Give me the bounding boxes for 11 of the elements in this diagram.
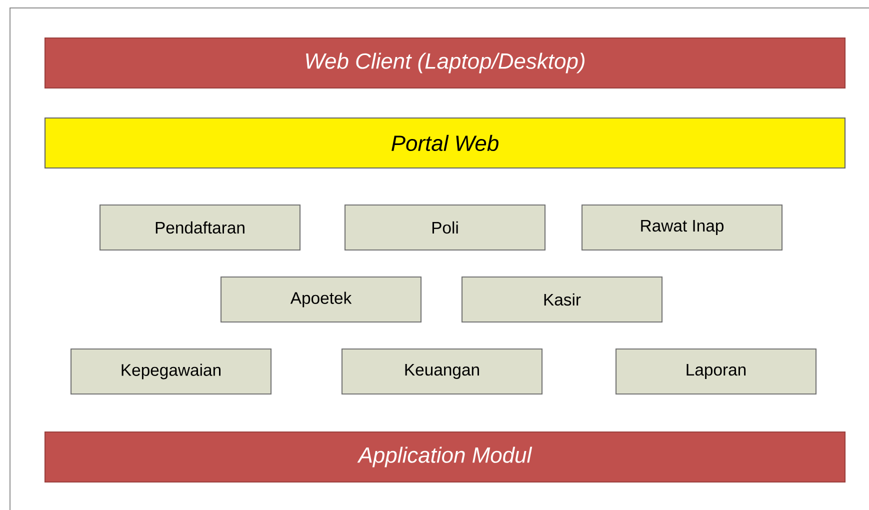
module-box: Pendaftaran — [99, 204, 301, 251]
module-box: Kepegawaian — [70, 348, 272, 394]
module-box: Apoetek — [220, 276, 422, 323]
layer-band: Web Client (Laptop/Desktop) — [44, 37, 846, 89]
module-box: Keuangan — [341, 348, 543, 394]
module-box: Poli — [344, 204, 546, 251]
module-box: Rawat Inap — [581, 204, 783, 251]
module-box: Kasir — [461, 276, 663, 323]
layer-band: Portal Web — [44, 117, 846, 169]
module-box: Laporan — [615, 348, 817, 394]
layer-band: Application Modul — [44, 431, 846, 482]
